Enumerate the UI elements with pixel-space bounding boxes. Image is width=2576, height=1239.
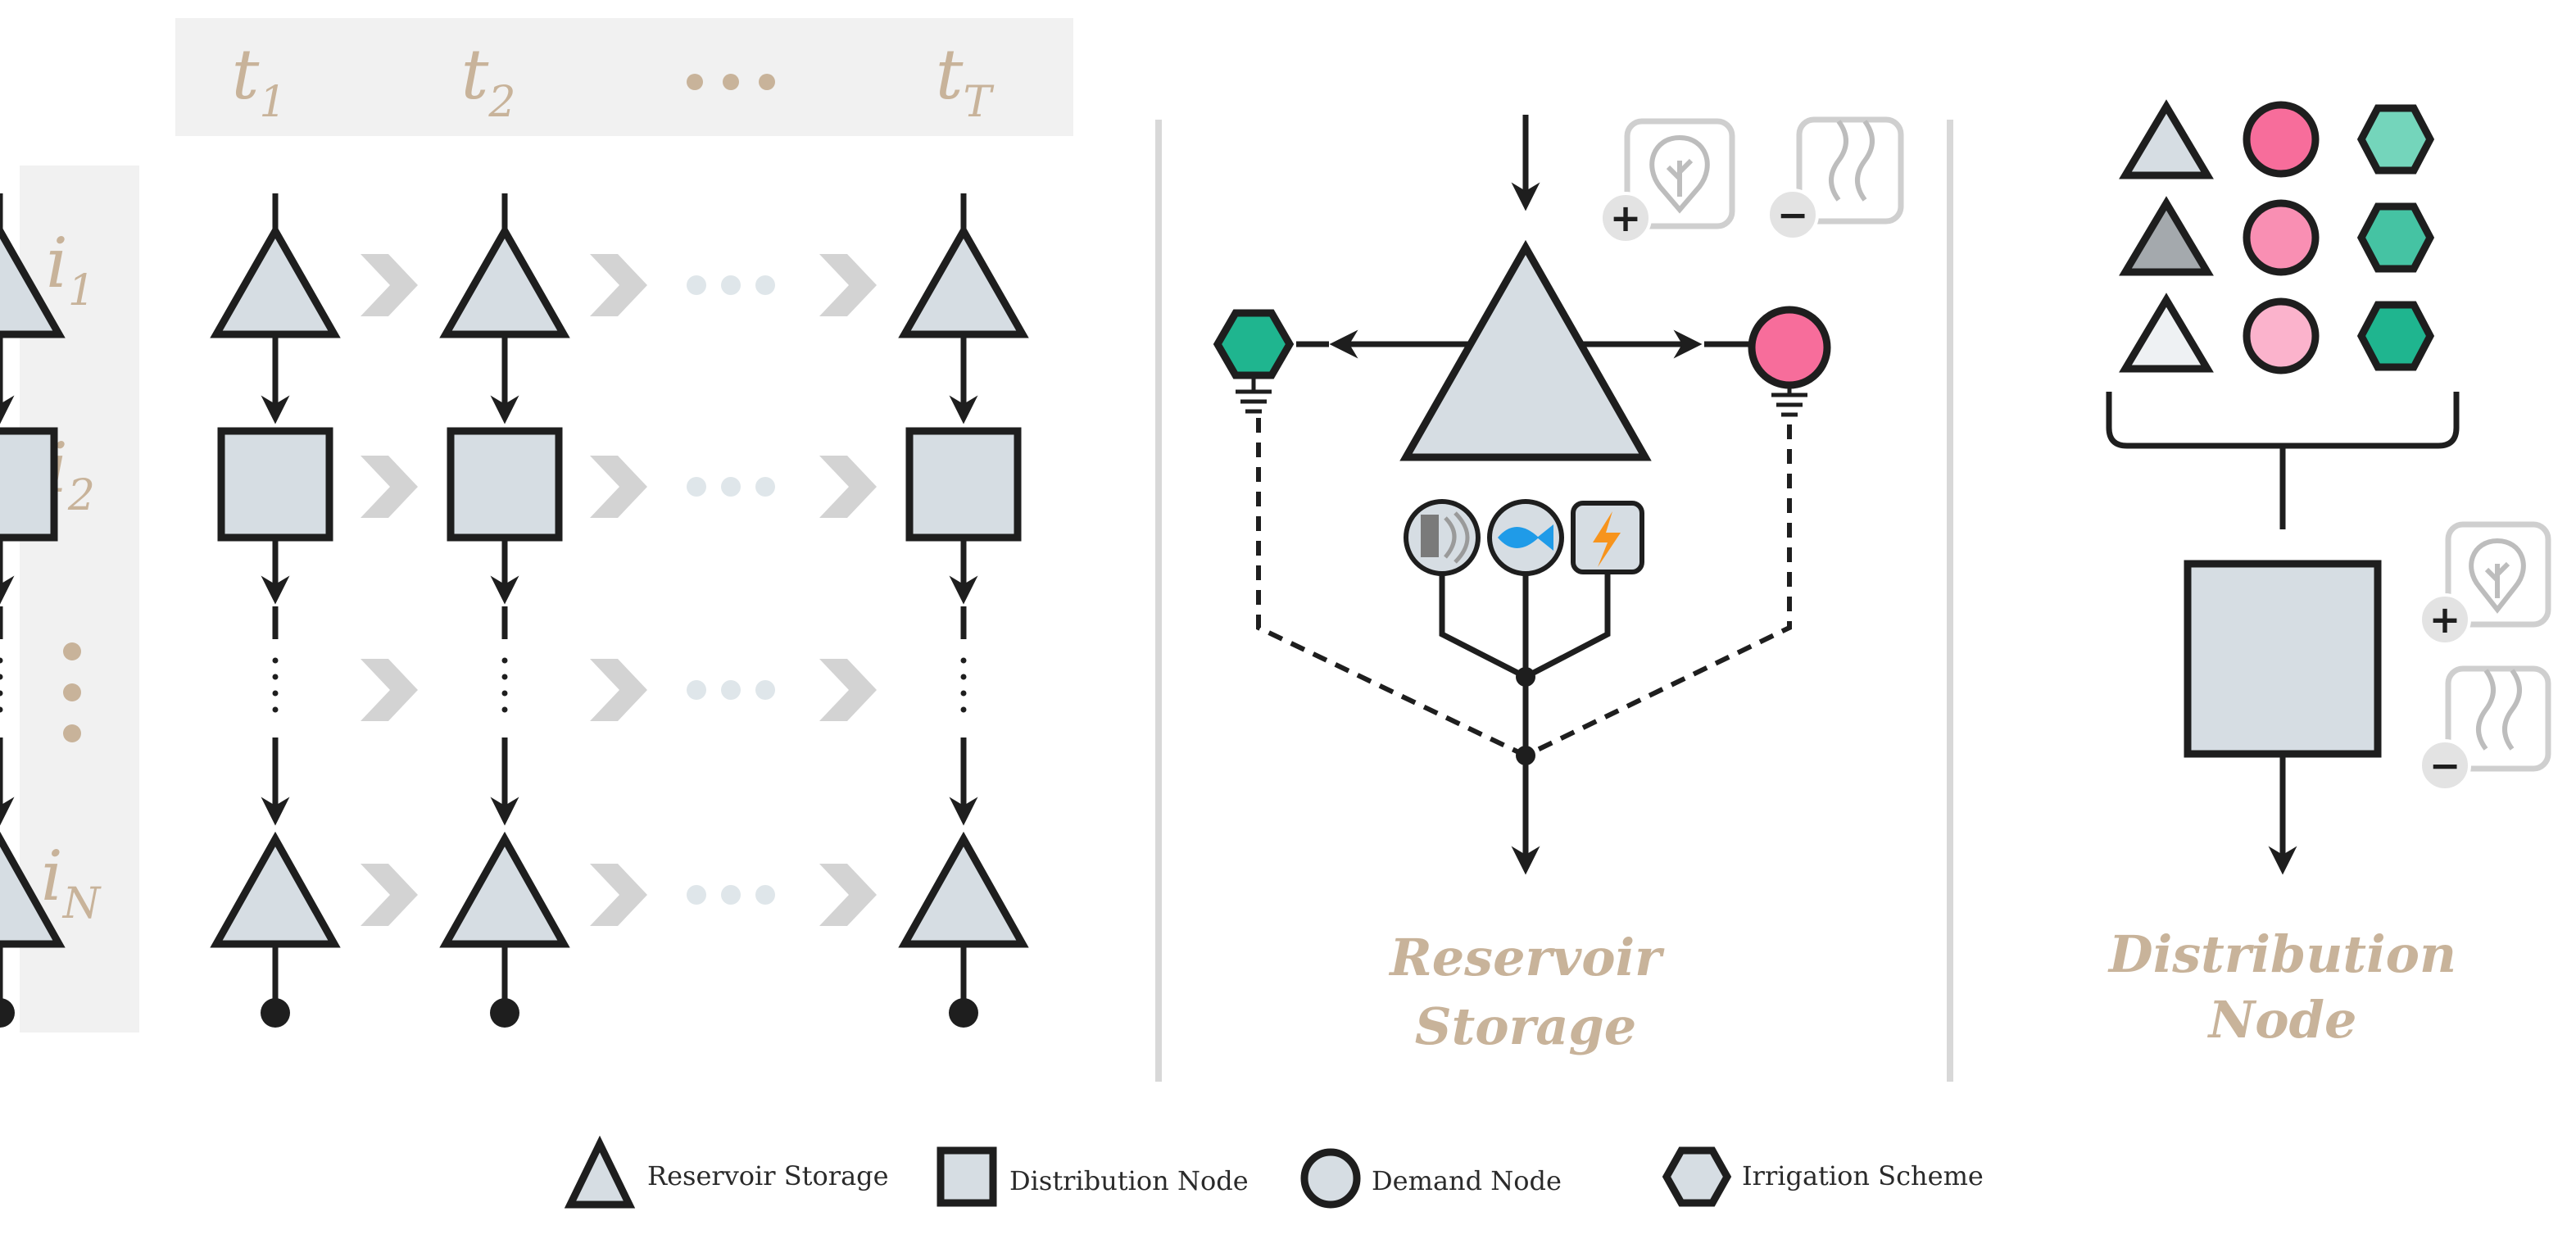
ground-symbol-left [1236,375,1272,414]
irrigation-3 [2356,301,2435,371]
grouping-brace [2106,392,2460,449]
distribution-detail-panel: + − Distribution Node [2106,99,2551,1050]
legend-demand-label: Demand Node [1372,1165,1562,1196]
legend-irrigation-label: Irrigation Scheme [1742,1160,1984,1191]
distribution-node-large [2184,560,2382,758]
ground-symbol-right [1771,385,1807,417]
return-flow-right [1524,424,1792,758]
time-label-T: tT [936,34,995,127]
reservoir-dark [2119,196,2214,276]
evaporation-icon [1796,116,1904,225]
time-label-1: t1 [232,34,287,127]
legend-distribution-label: Distribution Node [1009,1165,1249,1196]
demand-3 [2243,297,2320,374]
node-ellipsis [63,642,81,742]
reservoir-storage-node [0,223,66,338]
legend-distribution-icon [937,1146,997,1207]
reservoir-storage-node [1399,239,1652,461]
node-label-1: i1 [46,223,95,315]
reservoir-detail-panel: + − Reservoir Storage [1213,115,1904,1056]
demand-2 [2243,199,2320,276]
dist-outflow-minus: − [2429,743,2461,787]
demand-1 [2243,101,2320,178]
distribution-title-line1: Distribution [2107,924,2456,984]
irrigation-1 [2356,104,2435,175]
inflow-plus: + [1610,196,1642,240]
irrigation-2 [2356,202,2435,273]
time-ellipsis [687,74,775,90]
distribution-node [0,427,58,542]
return-flow-left [1256,418,1527,758]
time-label-2: t2 [461,34,516,127]
legend: Reservoir Storage Distribution Node Dema… [564,1135,1984,1209]
node-label-N: iN [41,836,102,928]
reservoir-title-line2: Storage [1415,996,1636,1056]
distribution-title-line2: Node [2207,990,2357,1050]
evaporation-icon [2445,665,2551,772]
timestep-column [0,193,66,1028]
demand-node [1748,306,1831,389]
legend-irrigation-icon [1662,1146,1732,1207]
outflow-minus: − [1777,193,1809,237]
reservoir-pale [2119,293,2214,373]
dist-inflow-plus: + [2429,597,2461,642]
grid-panel: t1 t2 tT i1 i2 iN [0,18,1073,1032]
reservoir-light [2119,99,2214,179]
legend-demand-icon [1300,1148,1361,1209]
reservoir-storage-node [0,831,66,948]
legend-reservoir-label: Reservoir Storage [647,1160,889,1191]
legend-reservoir-icon [564,1135,636,1209]
time-chevrons [361,254,877,926]
time-header-bg [175,18,1073,136]
irrigation-scheme-node [1213,309,1295,379]
reservoir-title-line1: Reservoir [1388,928,1665,987]
